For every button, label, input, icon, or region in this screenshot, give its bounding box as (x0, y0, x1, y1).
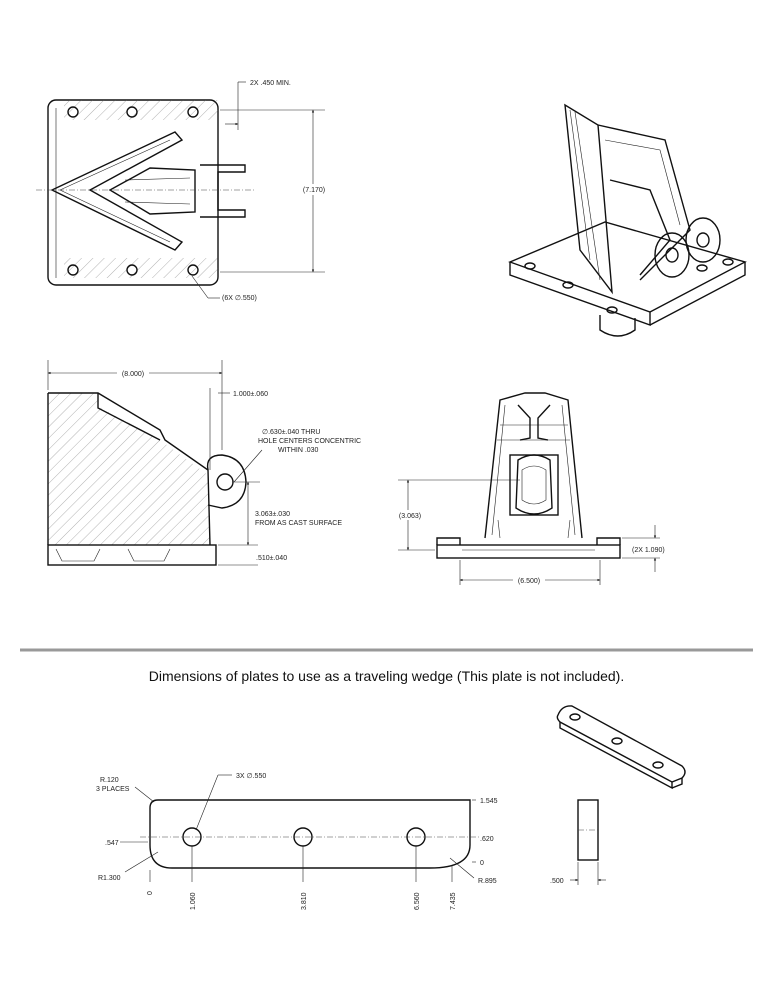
top-view-min-dim: 2X .450 MIN. (250, 80, 291, 87)
plate-zero-y-dim: 0 (480, 860, 484, 867)
top-view-height-dim: (7.170) (303, 187, 325, 194)
front-view-height-dim: (3.063) (399, 513, 421, 520)
top-view-holes-dim: (6X ∅.550) (222, 295, 257, 302)
plate-center-dim: .620 (480, 836, 494, 843)
side-view-lug-hole (216, 473, 234, 491)
side-view-hole-note-1: ∅.630±.040 THRU (262, 429, 320, 436)
side-view-base-dim: .510±.040 (256, 555, 287, 562)
side-view-base (47, 544, 217, 566)
side-view-section-hatch (48, 393, 210, 545)
side-view-height-note: FROM AS CAST SURFACE (255, 520, 342, 527)
plate-right-radius: R.895 (478, 878, 497, 885)
top-view: (7.170) 2X .450 MIN. (6X ∅.550) (36, 80, 332, 302)
side-view-hole-note-2: HOLE CENTERS CONCENTRIC (258, 438, 361, 445)
front-view: (3.063) (6.500) (2X 1.090) (394, 392, 665, 585)
plate-x-tick-3: 6.560 (414, 892, 421, 910)
wedge-plate-view: R.120 3 PLACES 3X ∅.550 1.545 .547 .620 … (96, 705, 686, 910)
plate-x-tick-4: 7.435 (450, 892, 457, 910)
side-view: (8.000) 1.000±.060 ∅.630±.040 THRU HOLE … (47, 360, 361, 566)
front-view-width-dim: (6.500) (518, 578, 540, 585)
top-view-base-plate (47, 99, 219, 286)
side-view-height-dim: 3.063±.030 (255, 511, 290, 518)
front-view-uprights (484, 392, 583, 539)
plate-corner-places: 3 PLACES (96, 786, 130, 793)
plate-left-radius: R1.300 (98, 875, 121, 882)
side-view-lug-dim: 1.000±.060 (233, 391, 268, 398)
top-view-clevis (200, 164, 246, 218)
plate-x-tick-2: 3.810 (301, 892, 308, 910)
plate-x-tick-0: 0 (147, 891, 154, 895)
plate-left-dim: .547 (105, 840, 119, 847)
isometric-wall (564, 103, 613, 295)
isometric-view (508, 103, 747, 337)
plate-isometric (556, 705, 686, 790)
plate-caption: Dimensions of plates to use as a traveli… (148, 668, 625, 684)
front-view-ear-dim: (2X 1.090) (632, 547, 665, 554)
side-view-hole-note-3: WITHIN .030 (278, 447, 319, 454)
plate-holes-dim: 3X ∅.550 (236, 773, 266, 780)
isometric-clevis-lugs (654, 217, 721, 278)
front-view-base (436, 544, 621, 559)
top-view-v-wedge (50, 131, 184, 251)
plate-thickness-dim: .500 (550, 878, 564, 885)
plate-corner-radius: R.120 (100, 777, 119, 784)
plate-outline (149, 799, 471, 869)
plate-top-dim: 1.545 (480, 798, 498, 805)
plate-x-tick-1: 1.060 (190, 892, 197, 910)
side-view-length-dim: (8.000) (122, 371, 144, 378)
top-view-holes (67, 106, 199, 276)
